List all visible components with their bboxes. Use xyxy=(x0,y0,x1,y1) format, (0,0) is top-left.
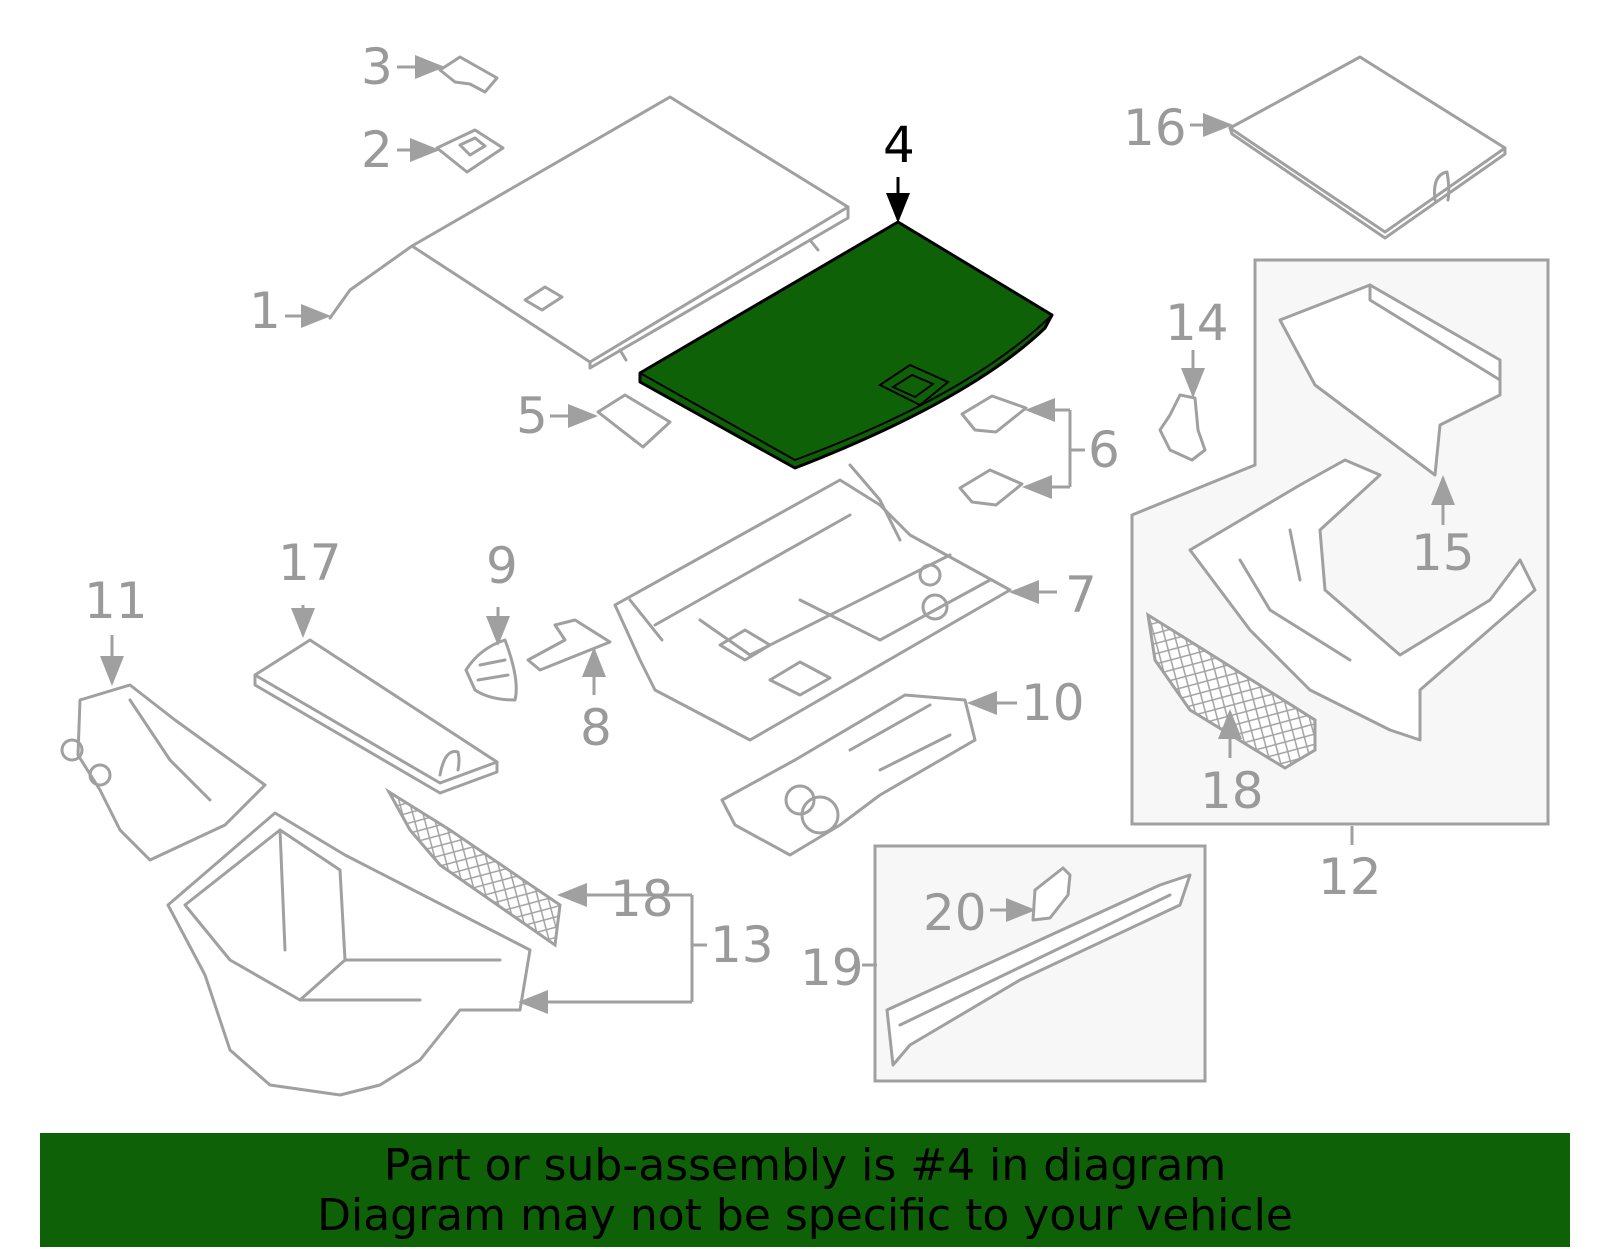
part-13-storage-tub[interactable] xyxy=(166,811,532,1097)
callout-2: 2 xyxy=(361,121,393,179)
callout-4: 4 xyxy=(883,116,915,174)
callout-7: 7 xyxy=(1065,566,1097,624)
callout-11: 11 xyxy=(84,572,148,630)
part-2-clip[interactable] xyxy=(435,128,505,174)
part-12-side-structure[interactable] xyxy=(1188,458,1537,742)
part-14-trim[interactable] xyxy=(1158,393,1207,462)
info-banner: Part or sub-assembly is #4 in diagram Di… xyxy=(40,1133,1570,1247)
part-15-box[interactable] xyxy=(1278,283,1502,477)
banner-line-2: Diagram may not be specific to your vehi… xyxy=(317,1190,1293,1241)
callout-10: 10 xyxy=(1021,674,1085,732)
parts-diagram: 3 2 1 4 5 6 7 8 9 10 11 12 13 14 15 16 1… xyxy=(60,38,1550,1097)
callout-15: 15 xyxy=(1411,524,1475,582)
callout-labels: 3 2 1 4 5 6 7 8 9 10 11 12 13 14 15 16 1… xyxy=(84,38,1475,997)
part-19-sill-plate[interactable] xyxy=(885,873,1192,1067)
part-9-latch[interactable] xyxy=(464,638,518,702)
banner-line-1: Part or sub-assembly is #4 in diagram xyxy=(383,1140,1227,1191)
callout-16: 16 xyxy=(1123,99,1187,157)
part-18-net-left[interactable] xyxy=(384,787,562,948)
callout-12: 12 xyxy=(1318,848,1382,906)
callout-18-left: 18 xyxy=(610,870,674,928)
part-6-cups[interactable] xyxy=(958,394,1028,507)
part-18-net-right[interactable] xyxy=(1146,611,1317,770)
callout-5: 5 xyxy=(516,387,548,445)
callout-13: 13 xyxy=(710,916,774,974)
part-8-bracket[interactable] xyxy=(526,618,612,672)
callout-14: 14 xyxy=(1165,294,1229,352)
callout-1: 1 xyxy=(249,282,281,340)
part-3-bracket[interactable] xyxy=(438,55,499,94)
callout-3: 3 xyxy=(361,38,393,96)
callout-8: 8 xyxy=(580,699,612,757)
leader-lines xyxy=(100,55,1455,1014)
part-5-plate[interactable] xyxy=(596,393,672,449)
callout-6: 6 xyxy=(1088,421,1120,479)
part-4-floor-mat[interactable] xyxy=(638,220,1054,470)
callout-17: 17 xyxy=(278,534,342,592)
callout-19: 19 xyxy=(800,939,864,997)
callout-20: 20 xyxy=(923,884,987,942)
part-1-floor-cover[interactable] xyxy=(328,95,850,370)
part-10-tray[interactable] xyxy=(720,693,977,857)
part-17-panel[interactable] xyxy=(253,638,499,795)
part-16-cover[interactable] xyxy=(1228,55,1507,240)
callout-18-right: 18 xyxy=(1200,762,1264,820)
part-11-side-panel[interactable] xyxy=(60,683,267,862)
callout-9: 9 xyxy=(486,537,518,595)
